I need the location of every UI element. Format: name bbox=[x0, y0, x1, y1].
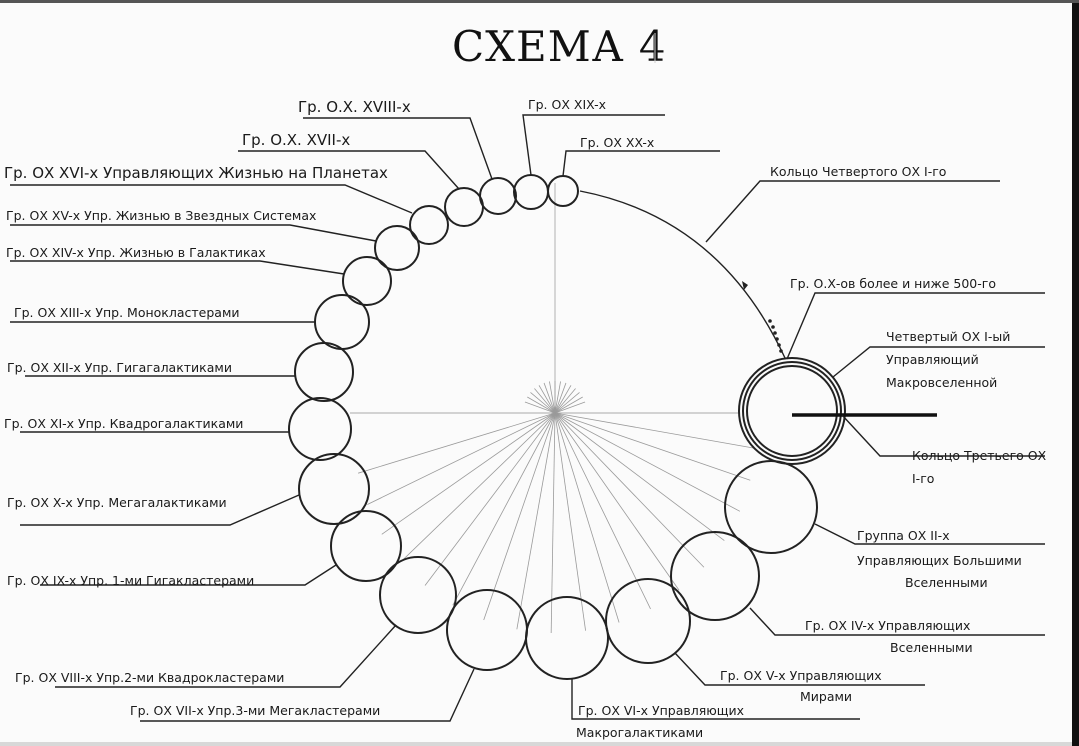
long-ray bbox=[483, 412, 556, 621]
label-group-vi-line1: Гр. ОХ VI-х Управляющих bbox=[578, 703, 744, 718]
long-ray bbox=[554, 412, 680, 591]
scheme-svg: СХЕМА 4 bbox=[4, 22, 1047, 740]
group-circle-xvi[interactable] bbox=[409, 205, 449, 245]
label-group-xvi: Гр. ОХ XVI-х Управляющих Жизнью на Плане… bbox=[4, 164, 388, 182]
short-ray bbox=[554, 382, 567, 414]
label-group-xiv: Гр. ОХ XIV-х Упр. Жизнью в Галактиках bbox=[6, 245, 266, 260]
long-ray bbox=[400, 412, 556, 562]
label-group-iv-line2: Вселенными bbox=[890, 640, 973, 655]
label-group-xvii: Гр. О.Х. XVII-х bbox=[242, 131, 350, 149]
label-center-line3: Макровселенной bbox=[886, 375, 997, 390]
long-ray bbox=[554, 412, 586, 631]
group-circles bbox=[288, 174, 818, 680]
label-group-xx: Гр. ОХ XX-х bbox=[580, 135, 654, 150]
long-ray bbox=[554, 412, 651, 610]
group-circle-vii[interactable] bbox=[446, 589, 528, 671]
group-circle-iv[interactable] bbox=[670, 531, 760, 621]
label-group-viii: Гр. ОХ VIII-х Упр.2-ми Квадрокластерами bbox=[15, 670, 284, 685]
short-ray bbox=[554, 401, 586, 414]
group-circle-xx[interactable] bbox=[547, 175, 579, 207]
long-ray bbox=[554, 412, 705, 568]
group-circle-xiii[interactable] bbox=[314, 294, 370, 350]
label-center-line2: Управляющий bbox=[886, 352, 979, 367]
group-circle-xix[interactable] bbox=[513, 174, 549, 210]
short-ray bbox=[554, 385, 572, 414]
diagram-title: СХЕМА 4 bbox=[452, 22, 667, 71]
short-ray bbox=[524, 401, 556, 414]
label-group-xix: Гр. ОХ XIX-х bbox=[528, 97, 606, 112]
long-ray bbox=[554, 412, 751, 481]
label-group-xviii: Гр. О.Х. XVIII-х bbox=[298, 98, 411, 116]
label-fourth-ring: Кольцо Четвертого ОХ I-го bbox=[770, 164, 946, 179]
short-ray bbox=[554, 388, 576, 414]
fourth-ring-arc bbox=[579, 190, 786, 359]
group-circle-ix[interactable] bbox=[330, 510, 402, 582]
short-ray bbox=[534, 388, 556, 414]
label-group-xi: Гр. ОХ XI-х Упр. Квадрогалактиками bbox=[4, 416, 243, 431]
long-ray bbox=[424, 412, 556, 586]
group-circle-xiv[interactable] bbox=[342, 256, 392, 306]
long-ray bbox=[367, 412, 556, 505]
label-above-500: Гр. О.Х-ов более и ниже 500-го bbox=[790, 276, 996, 291]
label-group-ii-line3: Вселенными bbox=[905, 575, 988, 590]
group-circle-xii[interactable] bbox=[294, 342, 354, 402]
central-node[interactable] bbox=[738, 357, 937, 465]
short-ray bbox=[527, 396, 556, 414]
label-group-iv-line1: Гр. ОХ IV-х Управляющих bbox=[805, 618, 970, 633]
label-group-vi-line2b: Макрогалактиками bbox=[576, 725, 703, 740]
group-circle-ii[interactable] bbox=[724, 460, 818, 554]
long-ray bbox=[516, 412, 556, 630]
leader-lines bbox=[10, 114, 1045, 722]
group-circle-xvii[interactable] bbox=[444, 187, 484, 227]
label-group-xii: Гр. ОХ XII-х Упр. Гигагалактиками bbox=[7, 360, 232, 375]
group-circle-v[interactable] bbox=[605, 578, 691, 664]
arc-dots bbox=[768, 319, 783, 353]
label-group-ix: Гр. ОХ IX-х Упр. 1-ми Гигакластерами bbox=[7, 573, 254, 588]
long-ray bbox=[554, 412, 756, 449]
long-ray bbox=[452, 412, 556, 606]
label-third-ring-line1: Кольцо Третьего ОХ bbox=[912, 448, 1047, 463]
label-group-x: Гр. ОХ X-х Упр. Мегагалактиками bbox=[7, 495, 227, 510]
long-ray bbox=[554, 412, 741, 512]
long-ray bbox=[550, 412, 556, 633]
label-group-v-line1: Гр. ОХ V-х Управляющих bbox=[720, 668, 882, 683]
label-third-ring-line2: I-го bbox=[912, 471, 934, 486]
long-ray bbox=[554, 412, 620, 623]
label-group-ii-line2: Управляющих Большими bbox=[857, 553, 1022, 568]
group-circle-x[interactable] bbox=[298, 453, 370, 525]
group-circle-viii[interactable] bbox=[379, 556, 457, 634]
label-group-xv: Гр. ОХ XV-х Упр. Жизнью в Звездных Систе… bbox=[6, 208, 316, 223]
short-ray bbox=[554, 396, 583, 414]
labels: Гр. ОХ XX-х Гр. ОХ XIX-х Гр. О.Х. XVIII-… bbox=[4, 97, 1047, 740]
arc-arrow-icon bbox=[742, 281, 748, 290]
long-ray bbox=[358, 412, 556, 474]
label-group-v-line2: Мирами bbox=[800, 689, 852, 704]
group-circle-xviii[interactable] bbox=[479, 177, 517, 215]
starburst-rays bbox=[350, 183, 756, 633]
short-ray bbox=[538, 385, 556, 414]
short-ray bbox=[543, 382, 556, 414]
label-center-line1: Четвертый ОХ I-ый bbox=[886, 329, 1010, 344]
group-circle-xi[interactable] bbox=[288, 397, 352, 461]
label-group-xiii: Гр. ОХ XIII-х Упр. Монокластерами bbox=[14, 305, 240, 320]
short-ray bbox=[554, 381, 561, 414]
short-ray bbox=[549, 381, 556, 414]
group-circle-xv[interactable] bbox=[374, 225, 420, 271]
group-circle-vi[interactable] bbox=[525, 596, 609, 680]
short-ray bbox=[530, 392, 556, 414]
long-ray bbox=[381, 412, 556, 535]
short-ray bbox=[554, 392, 580, 414]
long-ray bbox=[554, 412, 725, 541]
label-group-vii: Гр. ОХ VII-х Упр.3-ми Мегакластерами bbox=[130, 703, 380, 718]
label-group-ii-line1: Группа ОХ II-х bbox=[857, 528, 950, 543]
